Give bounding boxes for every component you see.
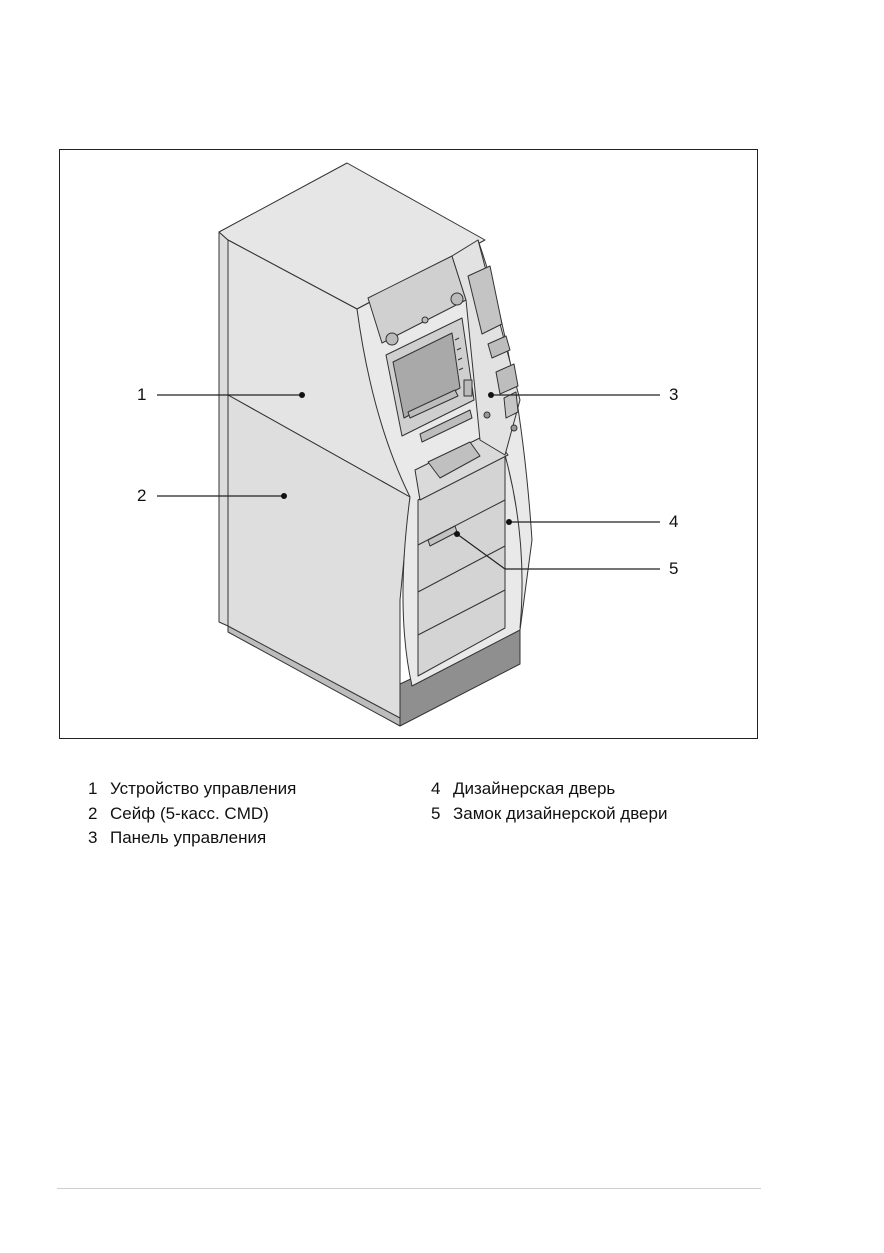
cabinet-left-side: [218, 231, 229, 627]
callout-dot-4: [506, 519, 512, 525]
callout-dot-5: [454, 531, 460, 537]
leader-5: [456, 533, 506, 570]
legend-number: 1: [88, 779, 98, 798]
callout-1: 1: [137, 385, 147, 404]
legend-text: Замок дизайнерской двери: [453, 803, 668, 823]
legend-right: 4 Дизайнерская дверь 5 Замок дизайнерской …: [431, 777, 667, 826]
legend-text: Устройство управления: [110, 779, 297, 798]
door-trim: [504, 454, 523, 629]
callout-2: 2: [137, 486, 147, 505]
legend-number: 5: [431, 803, 441, 823]
footer-rule: [57, 1188, 761, 1189]
function-keys: [454, 337, 464, 371]
callout-5: 5: [669, 559, 679, 578]
legend-number: 3: [88, 828, 98, 847]
legend-text: Сейф (5-касс. CMD): [110, 803, 269, 823]
callout-dot-2: [281, 493, 287, 499]
legend-item: 2 Сейф (5-касс. CMD): [88, 802, 296, 827]
legend-item: 5 Замок дизайнерской двери: [431, 802, 667, 827]
callout-dot-1: [299, 392, 305, 398]
side-column: [451, 239, 521, 456]
legend-number: 4: [431, 779, 441, 798]
callout-dot-3: [488, 392, 494, 398]
legend-text: Дизайнерская дверь: [453, 779, 616, 798]
safe-panel: [227, 394, 411, 725]
legend-number: 2: [88, 803, 98, 823]
legend-item: 3 Панель управления: [88, 826, 296, 851]
keypad: [427, 441, 481, 479]
legend-item: 4 Дизайнерская дверь: [431, 777, 667, 802]
callout-4: 4: [669, 512, 679, 531]
legend-text: Панель управления: [110, 828, 267, 847]
callout-3: 3: [669, 385, 679, 404]
legend-left: 1 Устройство управления 2 Сейф (5-касс. CM…: [88, 777, 296, 851]
legend-item: 1 Устройство управления: [88, 777, 296, 802]
